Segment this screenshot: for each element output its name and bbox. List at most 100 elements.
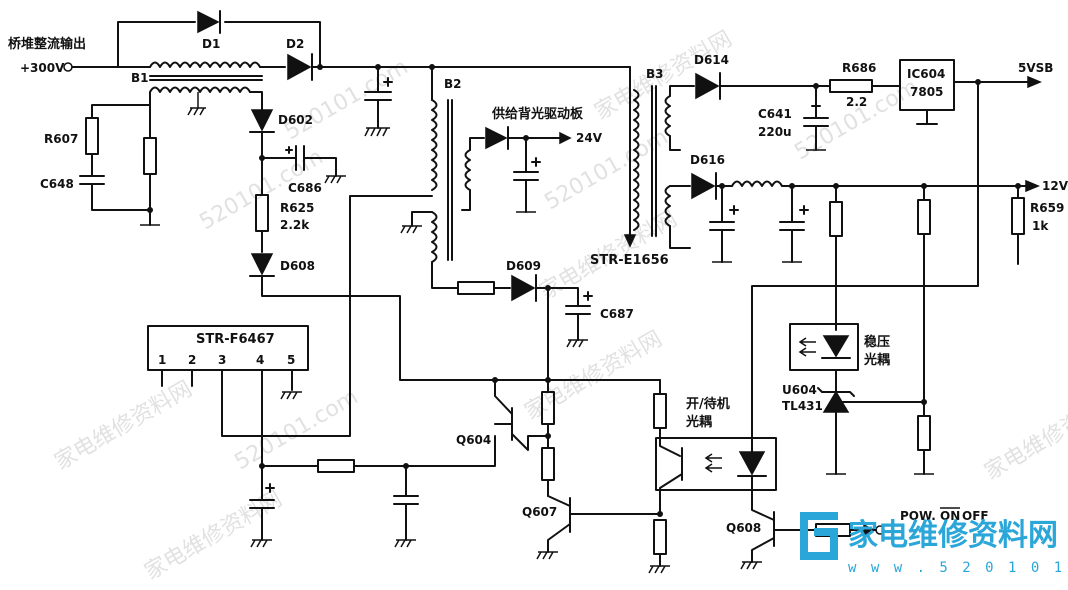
wire [353, 435, 496, 467]
diode-d602 [249, 109, 275, 133]
transistor-q604 [492, 377, 549, 451]
diode-backlight [485, 126, 509, 150]
label-d616: D616 [690, 153, 725, 167]
resistor-unlabeled [917, 415, 931, 451]
transformer-b2-primary [431, 99, 438, 191]
label-24v: 24V [576, 131, 603, 145]
ground-symbol [400, 225, 422, 234]
capacitor-pin4 [249, 483, 275, 548]
label-r659-value: 1k [1032, 219, 1049, 233]
pin-label: 4 [256, 353, 264, 367]
label-r659: R659 [1030, 201, 1064, 215]
label-backlight-title: 供给背光驱动板 [491, 106, 584, 122]
ground-symbol [324, 175, 346, 184]
label-d1: D1 [202, 37, 220, 51]
wire [249, 91, 263, 111]
label-c687: C687 [600, 307, 634, 321]
brand-logo-mark [800, 512, 838, 560]
ic-pins [161, 369, 193, 387]
label-d614: D614 [694, 53, 729, 67]
label-tl431: TL431 [782, 399, 823, 413]
resistor-unlabeled [829, 201, 843, 237]
watermark-text: 家电维修资料网 [141, 487, 287, 586]
label-off: OFF [962, 509, 989, 523]
resistor-r607 [85, 117, 99, 155]
wire [431, 261, 459, 289]
label-5vsb: 5VSB [1018, 61, 1053, 75]
opto-standby-led [737, 441, 767, 495]
label-ic604: IC604 [907, 67, 945, 81]
resistor-unlabeled [143, 137, 157, 175]
diode-d614 [695, 72, 721, 100]
junction [545, 433, 551, 439]
label-d609: D609 [506, 259, 541, 273]
pin-label: 3 [218, 353, 226, 367]
pin-label: 1 [158, 353, 166, 367]
transformer-b3-primary [633, 89, 640, 231]
wire [669, 225, 691, 249]
capacitor-unlabeled [393, 465, 419, 548]
junction [921, 399, 927, 405]
inductor-12v [731, 180, 783, 187]
wire [669, 135, 681, 151]
resistor-r686 [829, 79, 873, 93]
shunt-regulator-tl431 [817, 387, 925, 475]
watermark-text: 家电维修资料网 [51, 377, 197, 476]
ground-symbol [280, 391, 302, 400]
label-d602: D602 [278, 113, 313, 127]
label-str-e1656: STR-E1656 [590, 253, 669, 268]
resistor-unlabeled [541, 447, 555, 481]
label-r607: R607 [44, 132, 78, 146]
label-q604: Q604 [456, 433, 491, 447]
resistor-unlabeled [653, 519, 667, 555]
label-input-title: 桥堆整流输出 [8, 36, 86, 52]
transistor-q607 [536, 495, 661, 560]
transformer-b2-secondary [464, 149, 471, 191]
opto-light-arrows [798, 337, 816, 357]
label-c648: C648 [40, 177, 74, 191]
label-pow: POW. [900, 509, 936, 523]
ground-symbol [187, 92, 206, 116]
arrow-24v [559, 131, 572, 145]
transformer-b2-aux [431, 211, 438, 263]
label-ic604-part: 7805 [910, 85, 943, 99]
wire [221, 195, 433, 437]
label-b1: B1 [131, 71, 149, 85]
watermark-text: 家电维修资料网 [981, 387, 1068, 486]
optocoupler-regulation [789, 323, 859, 371]
label-standby-opto-1: 开/待机 [686, 396, 730, 412]
brand-name: 家电维修资料网 [848, 518, 1058, 553]
pin-label: 5 [287, 353, 295, 367]
diode-d1 [197, 10, 221, 34]
wire [91, 91, 151, 119]
label-str-f6467: STR-F6467 [196, 332, 275, 347]
input-terminal [63, 62, 73, 72]
label-u604: U604 [782, 383, 817, 397]
resistor-r659 [1011, 197, 1025, 235]
junction [317, 64, 323, 70]
watermark-text: 520101.com [791, 75, 923, 166]
label-c641-value: 220u [758, 125, 792, 139]
wire [469, 137, 485, 151]
ic-str-f6467 [147, 325, 309, 371]
brand-url: w w w . 5 2 0 1 0 1 . c o m [848, 560, 1068, 576]
label-b3: B3 [646, 67, 664, 81]
capacitor-12v-b [779, 185, 809, 263]
label-on: ON [940, 509, 960, 523]
arrow-5vsb [1027, 75, 1042, 89]
label-d2: D2 [286, 37, 304, 51]
transformer-b3-secondary-12v [664, 185, 671, 227]
transformer-b1-secondary [149, 86, 251, 93]
capacitor-c641 [803, 85, 829, 151]
wire [261, 275, 661, 381]
label-r686-value: 2.2 [846, 95, 867, 109]
transformer-b3-secondary-5v [664, 95, 671, 137]
label-r625: R625 [280, 201, 314, 215]
label-12v: 12V [1042, 179, 1068, 193]
optocoupler-standby [655, 437, 777, 491]
arrow-12v [1025, 179, 1040, 193]
wire [303, 157, 337, 177]
resistor-unlabeled [653, 393, 667, 429]
diode-d2 [287, 53, 313, 81]
opto-standby-transistor [659, 427, 683, 515]
